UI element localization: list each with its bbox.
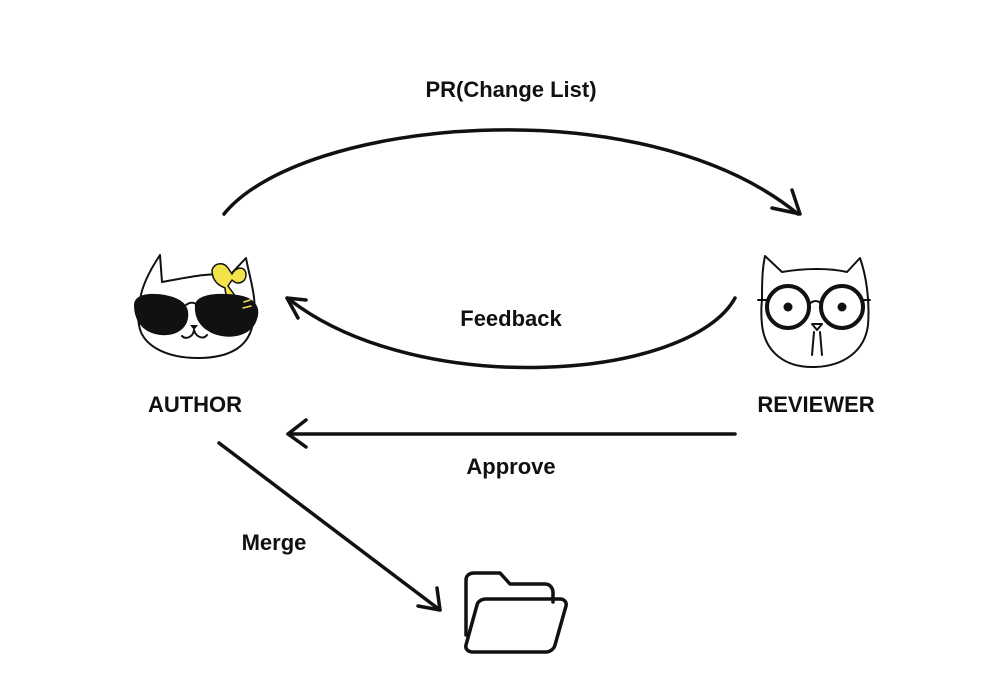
pr-arrow xyxy=(222,128,802,216)
author-cat-icon xyxy=(134,254,259,359)
feedback-label: Feedback xyxy=(460,306,562,331)
reviewer-label: REVIEWER xyxy=(757,392,874,417)
merge-label: Merge xyxy=(242,530,307,555)
pr-label: PR(Change List) xyxy=(425,77,596,102)
merge-arrow xyxy=(217,441,442,612)
feedback-arrow xyxy=(285,296,737,370)
reviewer-cat-icon xyxy=(757,255,871,369)
author-label: AUTHOR xyxy=(148,392,242,417)
approve-arrow xyxy=(286,418,737,449)
repository-folder-icon xyxy=(464,571,568,654)
approve-label: Approve xyxy=(466,454,555,479)
